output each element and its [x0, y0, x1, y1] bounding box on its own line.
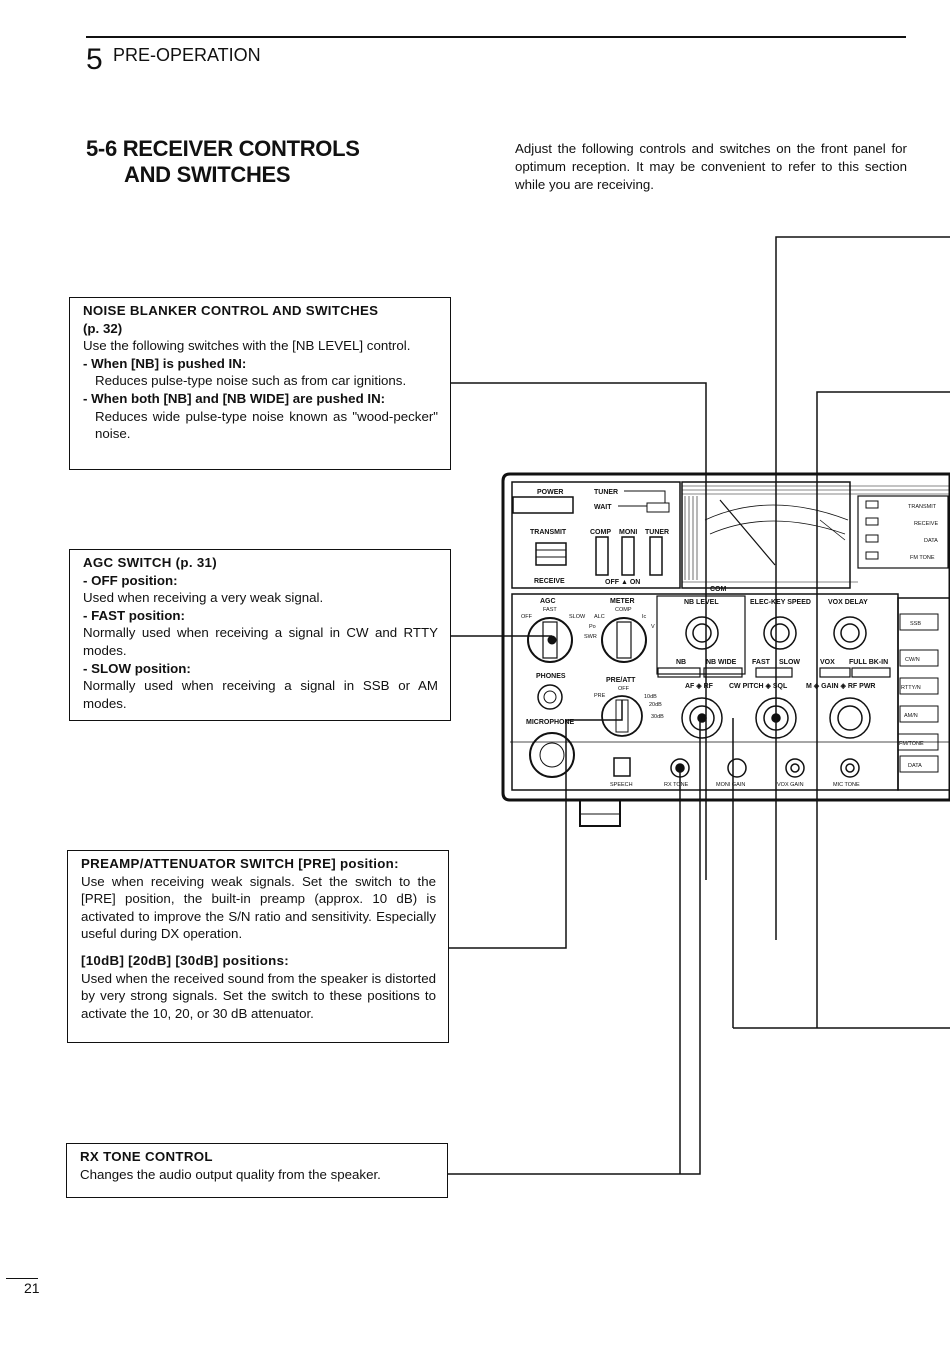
- page-number: 21: [24, 1280, 40, 1296]
- panel-alc: ALC: [594, 614, 605, 620]
- panel-30db: 30dB: [651, 714, 664, 720]
- chapter-number: 5: [86, 43, 103, 76]
- panel-att-off: OFF: [618, 686, 630, 692]
- panel-rx-tone: RX TONE: [664, 782, 689, 788]
- panel-comp-small: COMP: [615, 607, 632, 613]
- panel-mode-fm: FM/TONE: [899, 741, 924, 747]
- panel-nb-level: NB LEVEL: [684, 599, 719, 606]
- panel-led-data: DATA: [924, 538, 938, 544]
- noise-blanker-item2-label: - When both [NB] and [NB WIDE] are pushe…: [83, 390, 386, 406]
- noise-blanker-text: Use the following switches with the [NB …: [83, 338, 411, 354]
- panel-vox-delay: VOX DELAY: [828, 599, 868, 606]
- noise-blanker-item2-text: Reduces wide pulse-type noise known as "…: [95, 408, 438, 442]
- panel-fast: FAST: [752, 659, 771, 666]
- noise-blanker-item1-text: Reduces pulse-type noise such as from ca…: [95, 373, 407, 389]
- panel-off-on: OFF ▲ ON: [605, 579, 640, 586]
- panel-phones: PHONES: [536, 673, 566, 680]
- agc-fast-text: Normally used when receiving a signal in…: [83, 625, 438, 658]
- agc-slow-label: - SLOW position:: [83, 660, 191, 676]
- noise-blanker-ref: (p. 32): [83, 320, 123, 336]
- panel-mon-gain: MONI GAIN: [716, 782, 745, 788]
- panel-nb-wide: NB WIDE: [706, 659, 737, 666]
- panel-body: [501, 472, 950, 827]
- panel-ic: Ic: [642, 614, 647, 620]
- section-intro: Adjust the following controls and switch…: [515, 141, 907, 192]
- rx-tone-heading: RX TONE CONTROL: [80, 1149, 213, 1164]
- agc-slow-text: Normally used when receiving a signal in…: [83, 678, 438, 711]
- panel-agc: AGC: [540, 598, 556, 605]
- panel-vox: VOX: [820, 659, 835, 666]
- panel-slow: SLOW: [779, 659, 800, 666]
- panel-led-fm-tone: FM TONE: [910, 555, 935, 561]
- panel-mode-ssb: SSB: [910, 621, 921, 627]
- panel-mode-am: AM/N: [904, 713, 918, 719]
- agc-fast-label: - FAST position:: [83, 607, 185, 623]
- panel-pre: PRE: [594, 693, 606, 699]
- preamp-box: PREAMP/ATTENUATOR SWITCH [PRE] position:…: [67, 850, 449, 1043]
- chapter-title: PRE-OPERATION: [113, 45, 261, 65]
- page-number-rule: [6, 1278, 38, 1279]
- attenuator-heading: [10dB] [20dB] [30dB] positions:: [81, 952, 290, 968]
- panel-swr: SWR: [584, 634, 597, 640]
- leader-vox: [816, 391, 950, 1028]
- agc-off-text: Used when receiving a very weak signal.: [83, 590, 324, 606]
- leader-lines: [448, 236, 950, 1175]
- panel-mode-cw: CW/N: [905, 657, 920, 663]
- panel-comp: COMP: [590, 529, 611, 536]
- panel-wait: WAIT: [594, 504, 612, 511]
- panel-mode-rtty: RTTY/N: [901, 685, 921, 691]
- panel-af-rf: AF ◈ RF: [685, 683, 714, 690]
- panel-com: COM: [710, 586, 727, 593]
- panel-nb: NB: [676, 659, 686, 666]
- panel-elec-key-speed: ELEC-KEY SPEED: [750, 599, 811, 606]
- section-title-line1: 5-6 RECEIVER CONTROLS: [86, 136, 360, 161]
- leader-preamp: [448, 700, 623, 949]
- panel-moni: MONI: [619, 529, 637, 536]
- noise-blanker-heading: NOISE BLANKER CONTROL AND SWITCHES: [83, 303, 379, 318]
- panel-tuner: TUNER: [594, 489, 618, 496]
- noise-blanker-item1-label: - When [NB] is pushed IN:: [83, 355, 247, 371]
- section-title-line2: AND SWITCHES: [124, 162, 291, 187]
- panel-receive: RECEIVE: [534, 578, 565, 585]
- noise-blanker-box: NOISE BLANKER CONTROL AND SWITCHES (p. 3…: [69, 297, 451, 470]
- panel-microphone: MICROPHONE: [526, 719, 575, 726]
- panel-slow-small: SLOW: [569, 614, 586, 620]
- preamp-heading: PREAMP/ATTENUATOR SWITCH [PRE] position:: [81, 856, 399, 871]
- attenuator-text: Used when the received sound from the sp…: [81, 970, 436, 1021]
- panel-speech: SPEECH: [610, 782, 633, 788]
- panel-cw-pitch-sql: CW PITCH ◈ SQL: [729, 683, 788, 690]
- panel-transmit: TRANSMIT: [530, 529, 567, 536]
- panel-po: Po: [589, 624, 596, 630]
- agc-off-label: - OFF position:: [83, 572, 178, 588]
- panel-fast-small: FAST: [543, 607, 557, 613]
- preamp-text: Use when receiving weak signals. Set the…: [81, 873, 436, 942]
- panel-vox-gain: VOX GAIN: [777, 782, 804, 788]
- panel-led-receive: RECEIVE: [914, 521, 938, 527]
- panel-off-small: OFF: [521, 614, 533, 620]
- rx-tone-text: Changes the audio output quality from th…: [80, 1166, 381, 1182]
- agc-box: AGC SWITCH (p. 31) - OFF position: Used …: [69, 549, 451, 721]
- panel-mode-data: DATA: [908, 763, 922, 769]
- panel-gain-rf-pwr: M ◈ GAIN ◈ RF PWR: [806, 683, 875, 690]
- panel-10db: 10dB: [644, 694, 657, 700]
- panel-power: POWER: [537, 489, 563, 496]
- panel-pre-att: PRE/ATT: [606, 677, 636, 684]
- rx-tone-box: RX TONE CONTROL Changes the audio output…: [66, 1143, 448, 1198]
- leader-rx-tone: [448, 720, 701, 1175]
- panel-led-transmit: TRANSMIT: [908, 504, 937, 510]
- header-rule: [86, 36, 906, 38]
- agc-heading: AGC SWITCH (p. 31): [83, 555, 217, 570]
- panel-v: V: [651, 624, 655, 630]
- panel-20db: 20dB: [649, 702, 662, 708]
- panel-full-bk-in: FULL BK-IN: [849, 659, 888, 666]
- panel-meter: METER: [610, 598, 635, 605]
- leader-noise-blanker: [450, 382, 707, 880]
- panel-tuner-2: TUNER: [645, 529, 669, 536]
- section-title: 5-6 RECEIVER CONTROLS AND SWITCHES: [86, 136, 416, 188]
- panel-small-labels: FAST OFF SLOW COMP ALC Ic Po V SWR OFF P…: [521, 504, 938, 788]
- panel-label-group: POWER TUNER WAIT TRANSMIT RECEIVE COMP M…: [526, 489, 888, 726]
- panel-mic-tone: MIC TONE: [833, 782, 860, 788]
